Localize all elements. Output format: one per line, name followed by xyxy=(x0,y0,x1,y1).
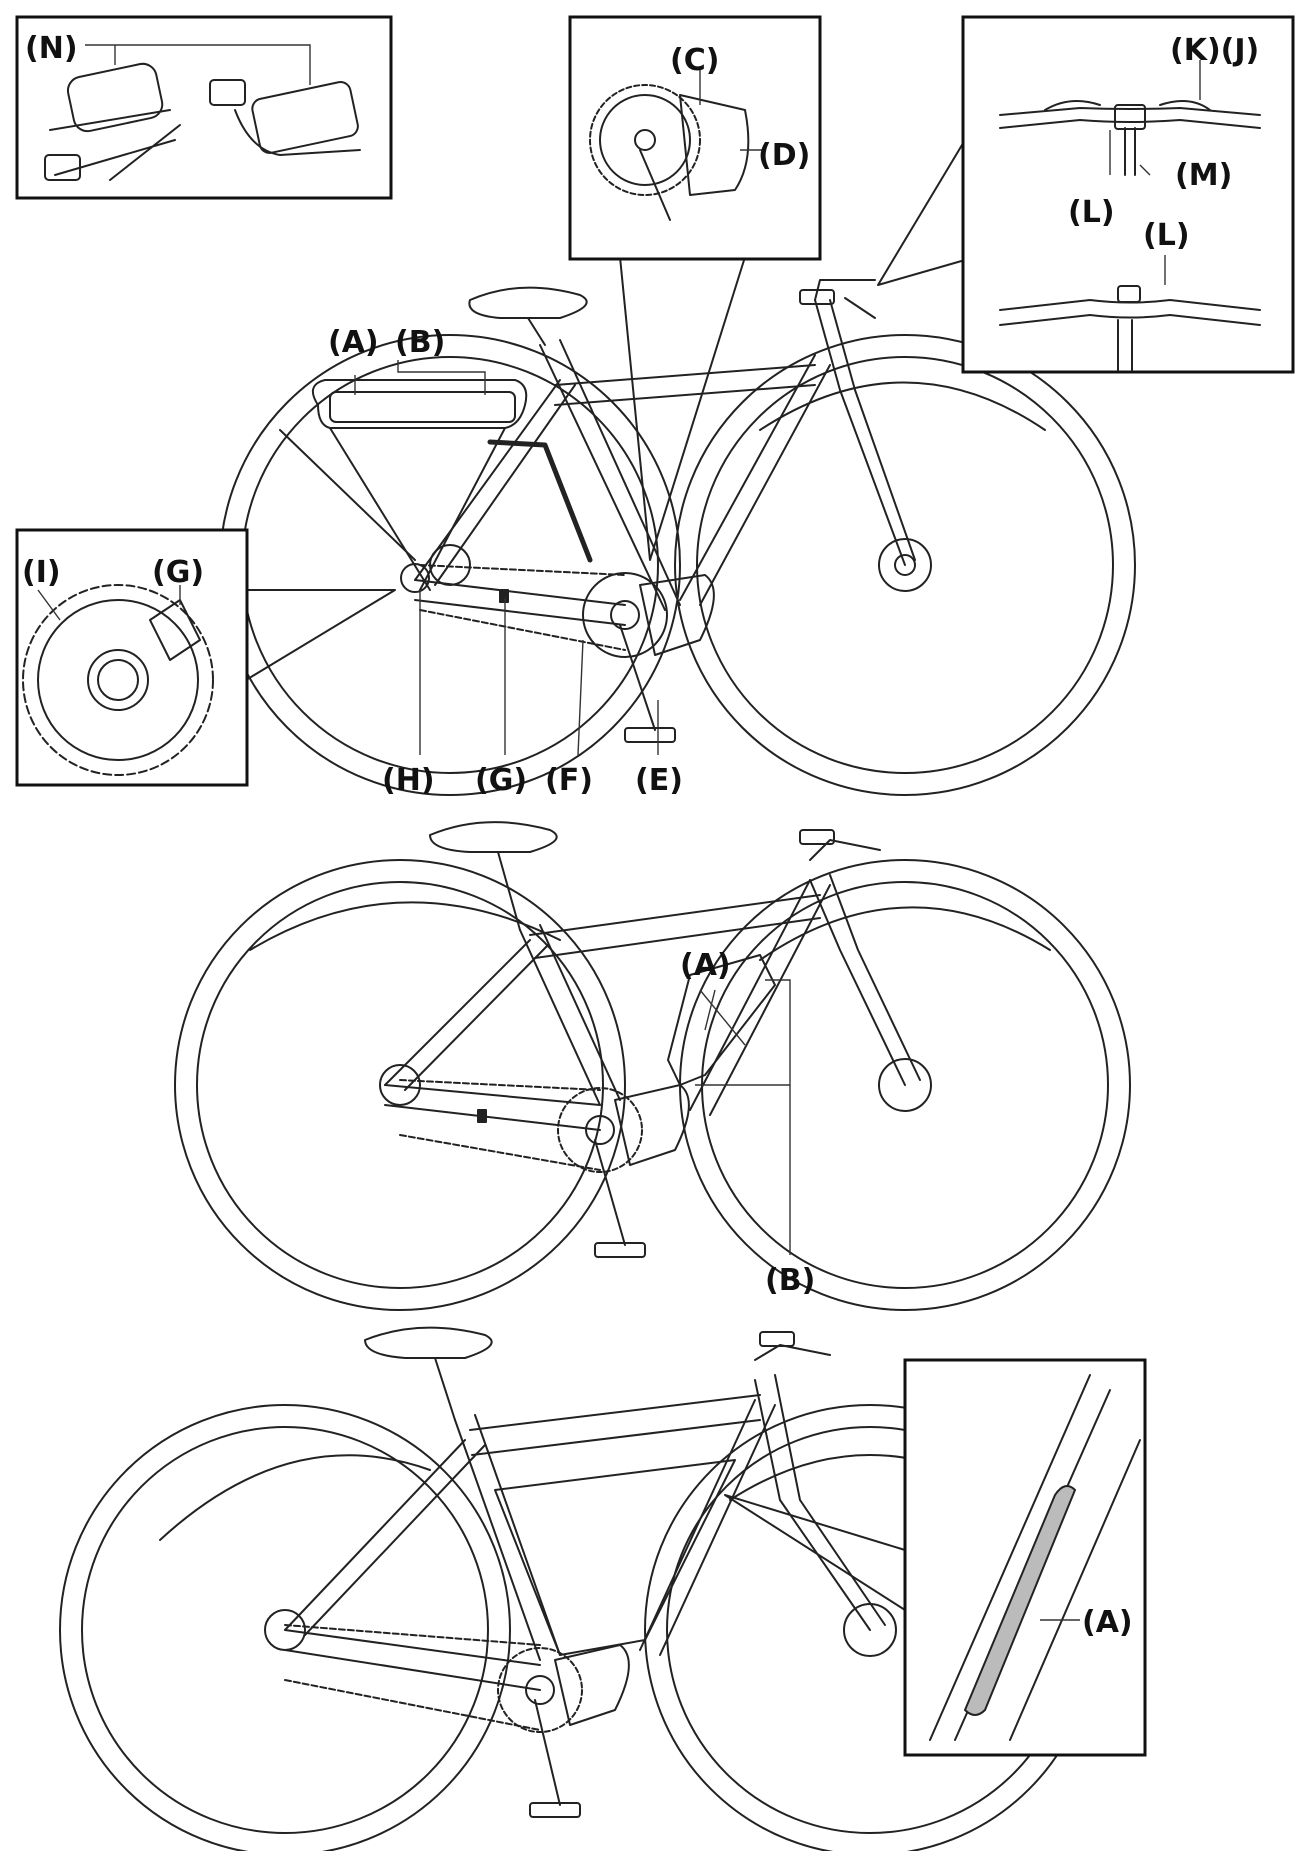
inset-handlebar: (K)(J) (L) (M) (L) xyxy=(877,15,1295,374)
leader-lines xyxy=(354,360,659,756)
right-lever xyxy=(1159,100,1211,111)
rear-wheel xyxy=(59,1404,511,1851)
integrated-battery xyxy=(964,1485,1076,1716)
drive-unit xyxy=(554,1644,630,1726)
inset-drive-unit: (C) (D) xyxy=(568,15,822,561)
label-G: (G) xyxy=(475,763,527,798)
label-F: (F) xyxy=(545,763,593,798)
label-A: (A) xyxy=(328,325,379,360)
inset-integrated-battery: (A) xyxy=(903,1358,1147,1757)
caliper xyxy=(149,599,201,661)
left-lever xyxy=(1044,100,1101,111)
callout-pointer xyxy=(877,139,966,286)
display-unit xyxy=(759,1331,795,1347)
cable-bundle xyxy=(49,109,181,181)
figure-1-rack-battery-bike: (A) (B) (H) (G) (F) (E) (N) ( xyxy=(15,15,1295,798)
stem xyxy=(754,1344,831,1361)
rear-hub xyxy=(400,563,430,593)
chain xyxy=(419,564,626,651)
label-H: (H) xyxy=(382,763,435,798)
motor-housing xyxy=(679,94,750,196)
callout-pointer xyxy=(245,589,396,681)
stem xyxy=(814,279,876,301)
rear-fender xyxy=(159,1454,431,1541)
seat xyxy=(468,286,588,319)
label-I: (I) xyxy=(22,555,61,590)
pedal xyxy=(624,727,676,743)
display-unit xyxy=(799,289,835,305)
integrated-battery-cover xyxy=(494,1459,736,1656)
leader-B xyxy=(695,979,791,1255)
callout-pointer xyxy=(724,1494,906,1611)
figure-3-integrated-battery-bike: (A) xyxy=(59,1326,1147,1851)
label-L-bottom: (L) xyxy=(1143,218,1190,253)
callout-pointer xyxy=(619,256,746,561)
seatpost xyxy=(497,851,521,931)
front-wheel xyxy=(674,334,1136,796)
charger-unit xyxy=(251,81,359,154)
drive-unit xyxy=(639,574,715,656)
chainring xyxy=(582,572,668,658)
label-E: (E) xyxy=(635,763,683,798)
handlebar-grip xyxy=(844,297,876,319)
frame xyxy=(384,874,921,1131)
chain-mark xyxy=(499,589,509,603)
chain xyxy=(284,1624,541,1731)
charger-connector xyxy=(209,79,246,106)
label-K-J: (K)(J) xyxy=(1170,33,1259,68)
downtube-battery xyxy=(667,954,776,1086)
plug-adapter xyxy=(44,154,81,181)
battery-pack xyxy=(66,62,164,133)
rack-battery xyxy=(329,391,516,423)
label-B: (B) xyxy=(765,1263,815,1298)
inset-disc-rotor: (I) (G) xyxy=(15,528,396,787)
label-B: (B) xyxy=(395,325,445,360)
seat xyxy=(364,1326,493,1359)
label-L-top: (L) xyxy=(1068,195,1115,230)
crank-arm xyxy=(619,624,656,731)
stem xyxy=(809,839,881,861)
label-G-inset: (G) xyxy=(152,555,204,590)
display-unit xyxy=(799,829,835,845)
rear-rack xyxy=(279,379,528,591)
rear-wheel xyxy=(174,859,626,1311)
label-A: (A) xyxy=(1082,1605,1133,1640)
chain xyxy=(399,1079,601,1171)
seatpost xyxy=(434,1357,456,1421)
crank-arm xyxy=(594,1139,626,1246)
label-N: (N) xyxy=(25,31,78,66)
chainring xyxy=(497,1647,583,1733)
chainring-detail xyxy=(589,84,701,196)
pedal xyxy=(529,1802,581,1818)
frame xyxy=(284,1374,886,1691)
power-cable xyxy=(487,439,593,563)
crank-detail xyxy=(639,149,671,221)
leader-A xyxy=(704,989,716,1031)
front-fender xyxy=(759,906,1051,961)
seatpost xyxy=(527,317,546,346)
disc-rotor xyxy=(22,584,214,776)
drive-unit xyxy=(614,1084,690,1166)
seat xyxy=(429,821,558,853)
label-A: (A) xyxy=(680,948,731,983)
label-C: (C) xyxy=(670,43,719,78)
pedal xyxy=(594,1242,646,1258)
label-M: (M) xyxy=(1175,158,1232,193)
leader-N xyxy=(85,44,311,85)
inset-charger: (N) xyxy=(15,15,393,200)
label-D: (D) xyxy=(758,138,810,173)
crank-arm xyxy=(534,1699,561,1806)
figure-2-downtube-battery-bike: (A) (B) xyxy=(174,821,1131,1311)
handlebar-top xyxy=(999,107,1261,116)
front-fender xyxy=(759,381,1046,431)
chainring xyxy=(557,1087,643,1173)
chain-mark xyxy=(477,1109,487,1123)
frame xyxy=(414,299,916,626)
